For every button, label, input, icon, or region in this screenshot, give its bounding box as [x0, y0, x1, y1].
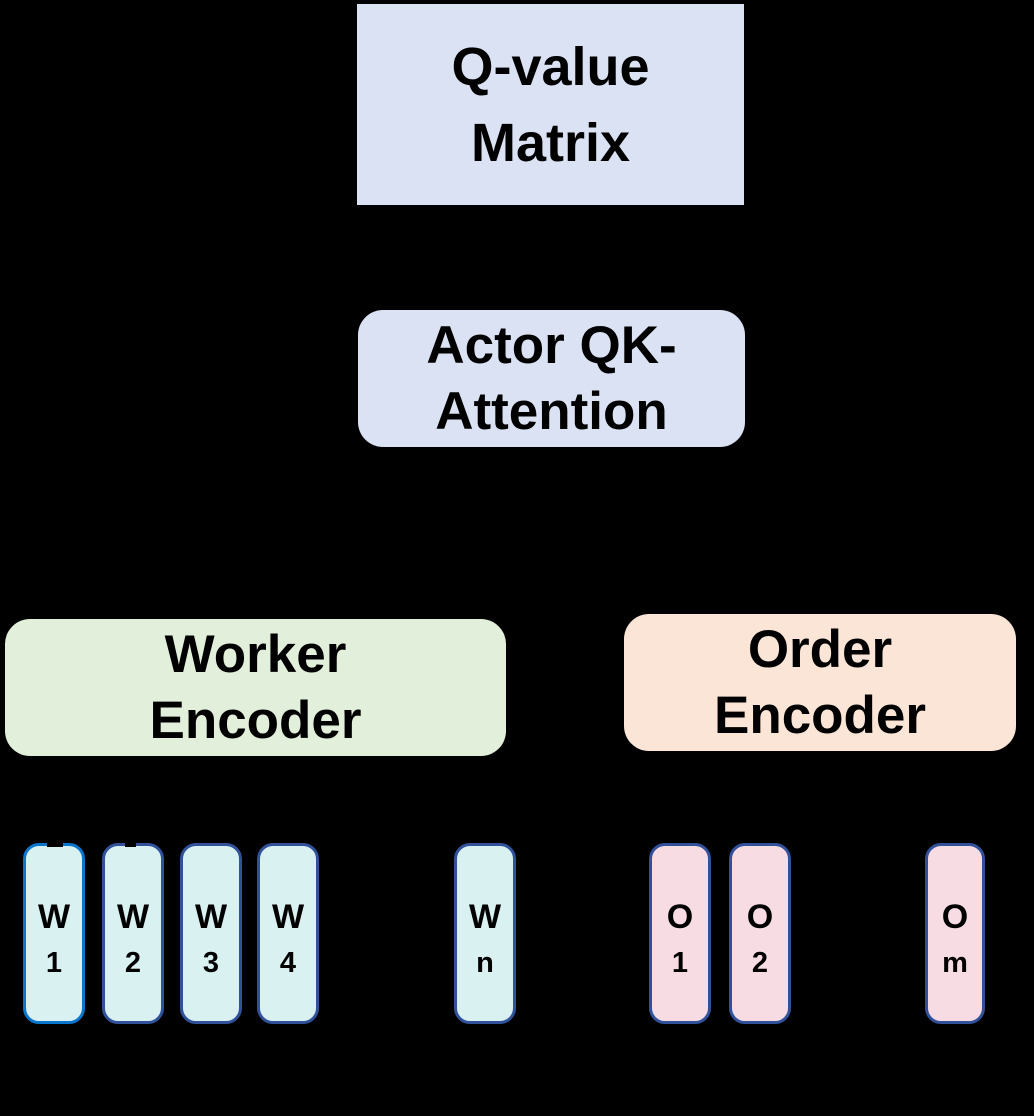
node-q-value-matrix: Q-value Matrix	[357, 4, 744, 205]
arrow-stub-mark-w2	[125, 841, 136, 847]
worker-token-w1-subscript: 1	[45, 946, 63, 979]
order-token-o2: O 2	[729, 843, 791, 1024]
order-token-o1-symbol: O	[666, 897, 694, 936]
worker-token-wn: W n	[454, 843, 516, 1024]
worker-token-wn-subscript: n	[476, 946, 494, 979]
node-order-encoder: Order Encoder	[624, 614, 1016, 751]
order-token-om: O m	[925, 843, 985, 1024]
worker-token-w1-symbol: W	[37, 897, 71, 936]
worker-token-w2-symbol: W	[116, 897, 150, 936]
worker-token-w3-subscript: 3	[202, 946, 220, 979]
worker-token-w4-symbol: W	[271, 897, 305, 936]
worker-token-w4-subscript: 4	[279, 946, 297, 979]
order-token-o2-symbol: O	[746, 897, 774, 936]
worker-token-w3: W 3	[180, 843, 242, 1024]
worker-token-w1: W 1	[23, 843, 85, 1024]
worker-token-wn-symbol: W	[468, 897, 502, 936]
worker-token-w2-subscript: 2	[124, 946, 142, 979]
order-token-o1-subscript: 1	[671, 946, 689, 979]
worker-token-w3-symbol: W	[194, 897, 228, 936]
order-token-om-subscript: m	[942, 946, 968, 979]
order-token-o2-subscript: 2	[751, 946, 769, 979]
worker-token-w2: W 2	[102, 843, 164, 1024]
arrow-stub-mark-w1	[47, 841, 63, 847]
order-token-o1: O 1	[649, 843, 711, 1024]
node-actor-qk-attention: Actor QK- Attention	[358, 310, 745, 447]
worker-token-w4: W 4	[257, 843, 319, 1024]
order-token-om-symbol: O	[941, 897, 969, 936]
node-worker-encoder: Worker Encoder	[5, 619, 506, 756]
